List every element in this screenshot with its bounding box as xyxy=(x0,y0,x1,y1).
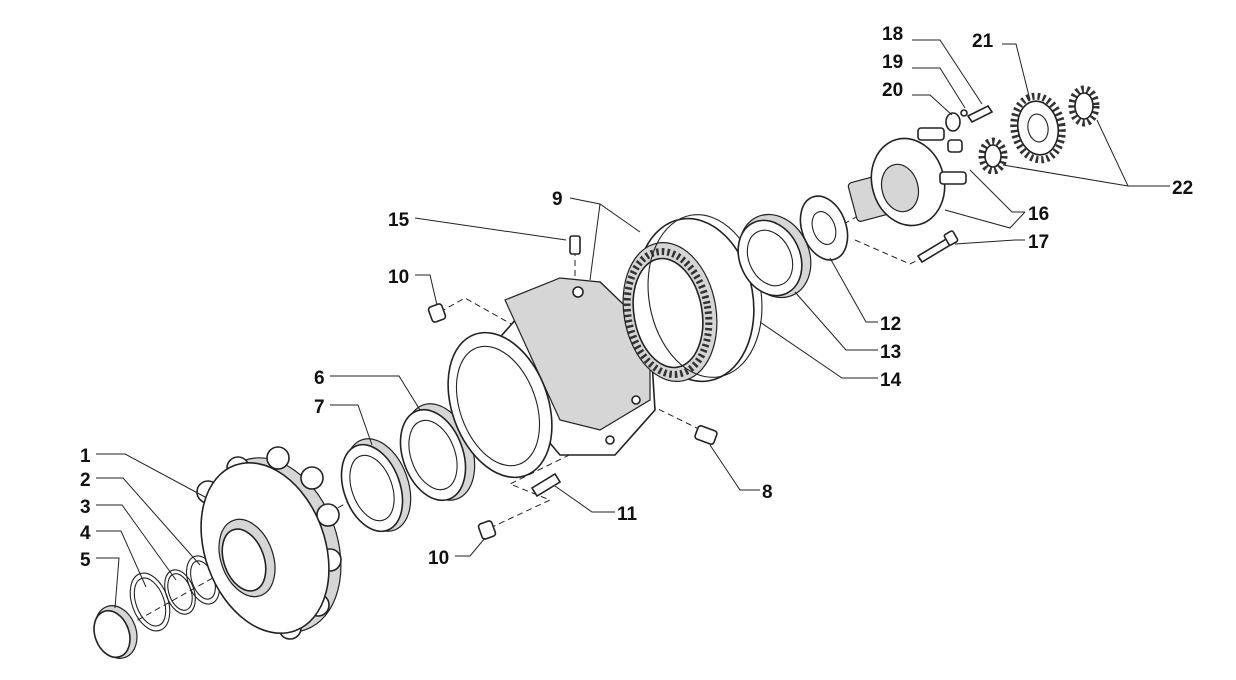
label-10-lower: 10 xyxy=(428,548,449,569)
label-13: 13 xyxy=(880,342,901,363)
label-10-upper: 10 xyxy=(388,267,409,288)
label-12: 12 xyxy=(880,314,901,335)
part-dowel-pin-upper xyxy=(427,303,447,323)
label-1: 1 xyxy=(80,446,91,467)
part-needle-bearing-lower xyxy=(978,137,1008,175)
label-14: 14 xyxy=(880,370,902,391)
part-wheel-hub xyxy=(196,446,342,640)
part-pin-19 xyxy=(960,109,968,117)
label-5: 5 xyxy=(80,550,91,571)
label-16: 16 xyxy=(1028,204,1049,225)
label-21: 21 xyxy=(972,31,994,52)
part-bearing-outer xyxy=(399,403,476,502)
part-dowel-pin-lower xyxy=(477,520,497,540)
part-bolt-18 xyxy=(966,104,994,124)
part-planet-carrier xyxy=(847,127,967,227)
label-22: 22 xyxy=(1172,178,1193,199)
label-6: 6 xyxy=(314,368,325,389)
part-stud xyxy=(530,472,562,498)
leader-lines xyxy=(96,39,1170,609)
label-3: 3 xyxy=(80,497,91,518)
part-grease-nipple xyxy=(569,235,581,255)
callout-labels: 1 2 3 4 5 6 7 8 9 10 10 11 12 13 14 15 1… xyxy=(80,24,1193,571)
label-20: 20 xyxy=(882,80,903,101)
part-needle-bearing-upper xyxy=(1068,85,1100,127)
label-7: 7 xyxy=(314,397,325,418)
part-hub-housing xyxy=(447,277,656,479)
part-oil-seal xyxy=(340,438,412,533)
label-11: 11 xyxy=(617,504,638,525)
label-15: 15 xyxy=(388,210,410,231)
part-washer-20 xyxy=(945,112,961,132)
part-ring-gear xyxy=(622,217,755,383)
label-18: 18 xyxy=(882,24,903,45)
label-2: 2 xyxy=(80,470,91,491)
part-tapered-bearing xyxy=(737,213,812,299)
part-planet-gear xyxy=(1010,92,1066,164)
label-17: 17 xyxy=(1028,232,1049,253)
part-bolt-17 xyxy=(916,230,959,264)
label-9: 9 xyxy=(552,189,563,210)
label-4: 4 xyxy=(80,523,91,544)
part-thrust-washer xyxy=(799,195,849,261)
part-cap xyxy=(93,605,138,659)
part-plug xyxy=(694,425,718,445)
label-8: 8 xyxy=(762,482,773,503)
label-19: 19 xyxy=(882,52,903,73)
